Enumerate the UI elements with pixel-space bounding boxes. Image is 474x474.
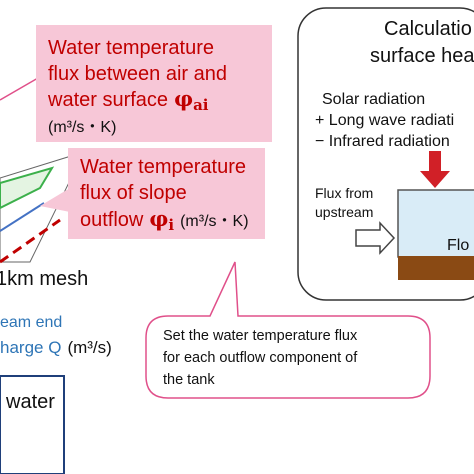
tank-note-shape: [145, 261, 431, 399]
discharge-label: harge Q (m³/s): [0, 338, 112, 357]
slope-flux-pointer: [40, 188, 70, 212]
tank-note-callout: Set the water temperature flux for each …: [145, 261, 431, 399]
stream-end-label: eam end: [0, 314, 62, 331]
slope-flux-line1: Water temperature: [80, 156, 246, 178]
calc-rad3: − Infrared radiation: [315, 133, 450, 150]
tank-note-line3: the tank: [163, 372, 215, 388]
calc-title-line1: Calculatio: [384, 18, 472, 40]
slope-flux-symbol: φ: [149, 206, 168, 231]
air-flux-line3-text: water surface: [47, 89, 168, 111]
flux-upstream-line2: upstream: [315, 204, 373, 220]
mesh-divider: [0, 202, 45, 232]
radiation-arrow: [420, 151, 450, 188]
tank-note-line1: Set the water temperature flux: [163, 328, 358, 344]
calc-title-line2: surface hea: [370, 45, 474, 67]
water-box-label: water: [5, 391, 55, 413]
slope-flux-unit: (m³/s・K): [180, 213, 248, 230]
calc-rad1: Solar radiation: [322, 91, 425, 108]
slope-flux-line3-text: outflow: [80, 209, 144, 231]
discharge-unit: (m³/s): [67, 338, 111, 357]
tank-note-line2: for each outflow component of: [163, 350, 358, 366]
air-flux-unit: (m³/s・K): [48, 119, 116, 136]
air-flux-box-bg: [36, 25, 272, 142]
air-flux-subscript: ai: [193, 96, 209, 114]
slope-flux-subscript: i: [168, 216, 174, 234]
calc-panel: Calculatio surface hea Solar radiation +…: [297, 7, 474, 301]
slope-flux-box-bg: [68, 148, 265, 239]
mesh-graphic: [0, 77, 85, 264]
ground-layer: [398, 256, 474, 280]
water-box: [0, 375, 65, 474]
upstream-arrow: [355, 221, 396, 255]
air-flux-line3: water surface φai: [47, 86, 209, 114]
pointer-to-air-flux: [0, 77, 39, 101]
mesh-label: 1km mesh: [0, 268, 88, 290]
water-cell: [397, 189, 474, 258]
air-flux-line2: flux between air and: [48, 63, 227, 85]
air-flux-box: Water temperature flux between air and w…: [36, 25, 272, 142]
air-flux-line1: Water temperature: [48, 37, 214, 59]
discharge-text: harge Q: [0, 338, 61, 357]
air-flux-symbol: φ: [174, 86, 193, 111]
slope-flux-line2: flux of slope: [80, 182, 187, 204]
mesh-outflow-line: [0, 218, 61, 264]
flow-label: Flo: [447, 237, 469, 254]
flux-upstream-line1: Flux from: [315, 185, 373, 201]
mesh-green-area: [0, 166, 55, 210]
calc-rad2: + Long wave radiati: [315, 112, 454, 129]
